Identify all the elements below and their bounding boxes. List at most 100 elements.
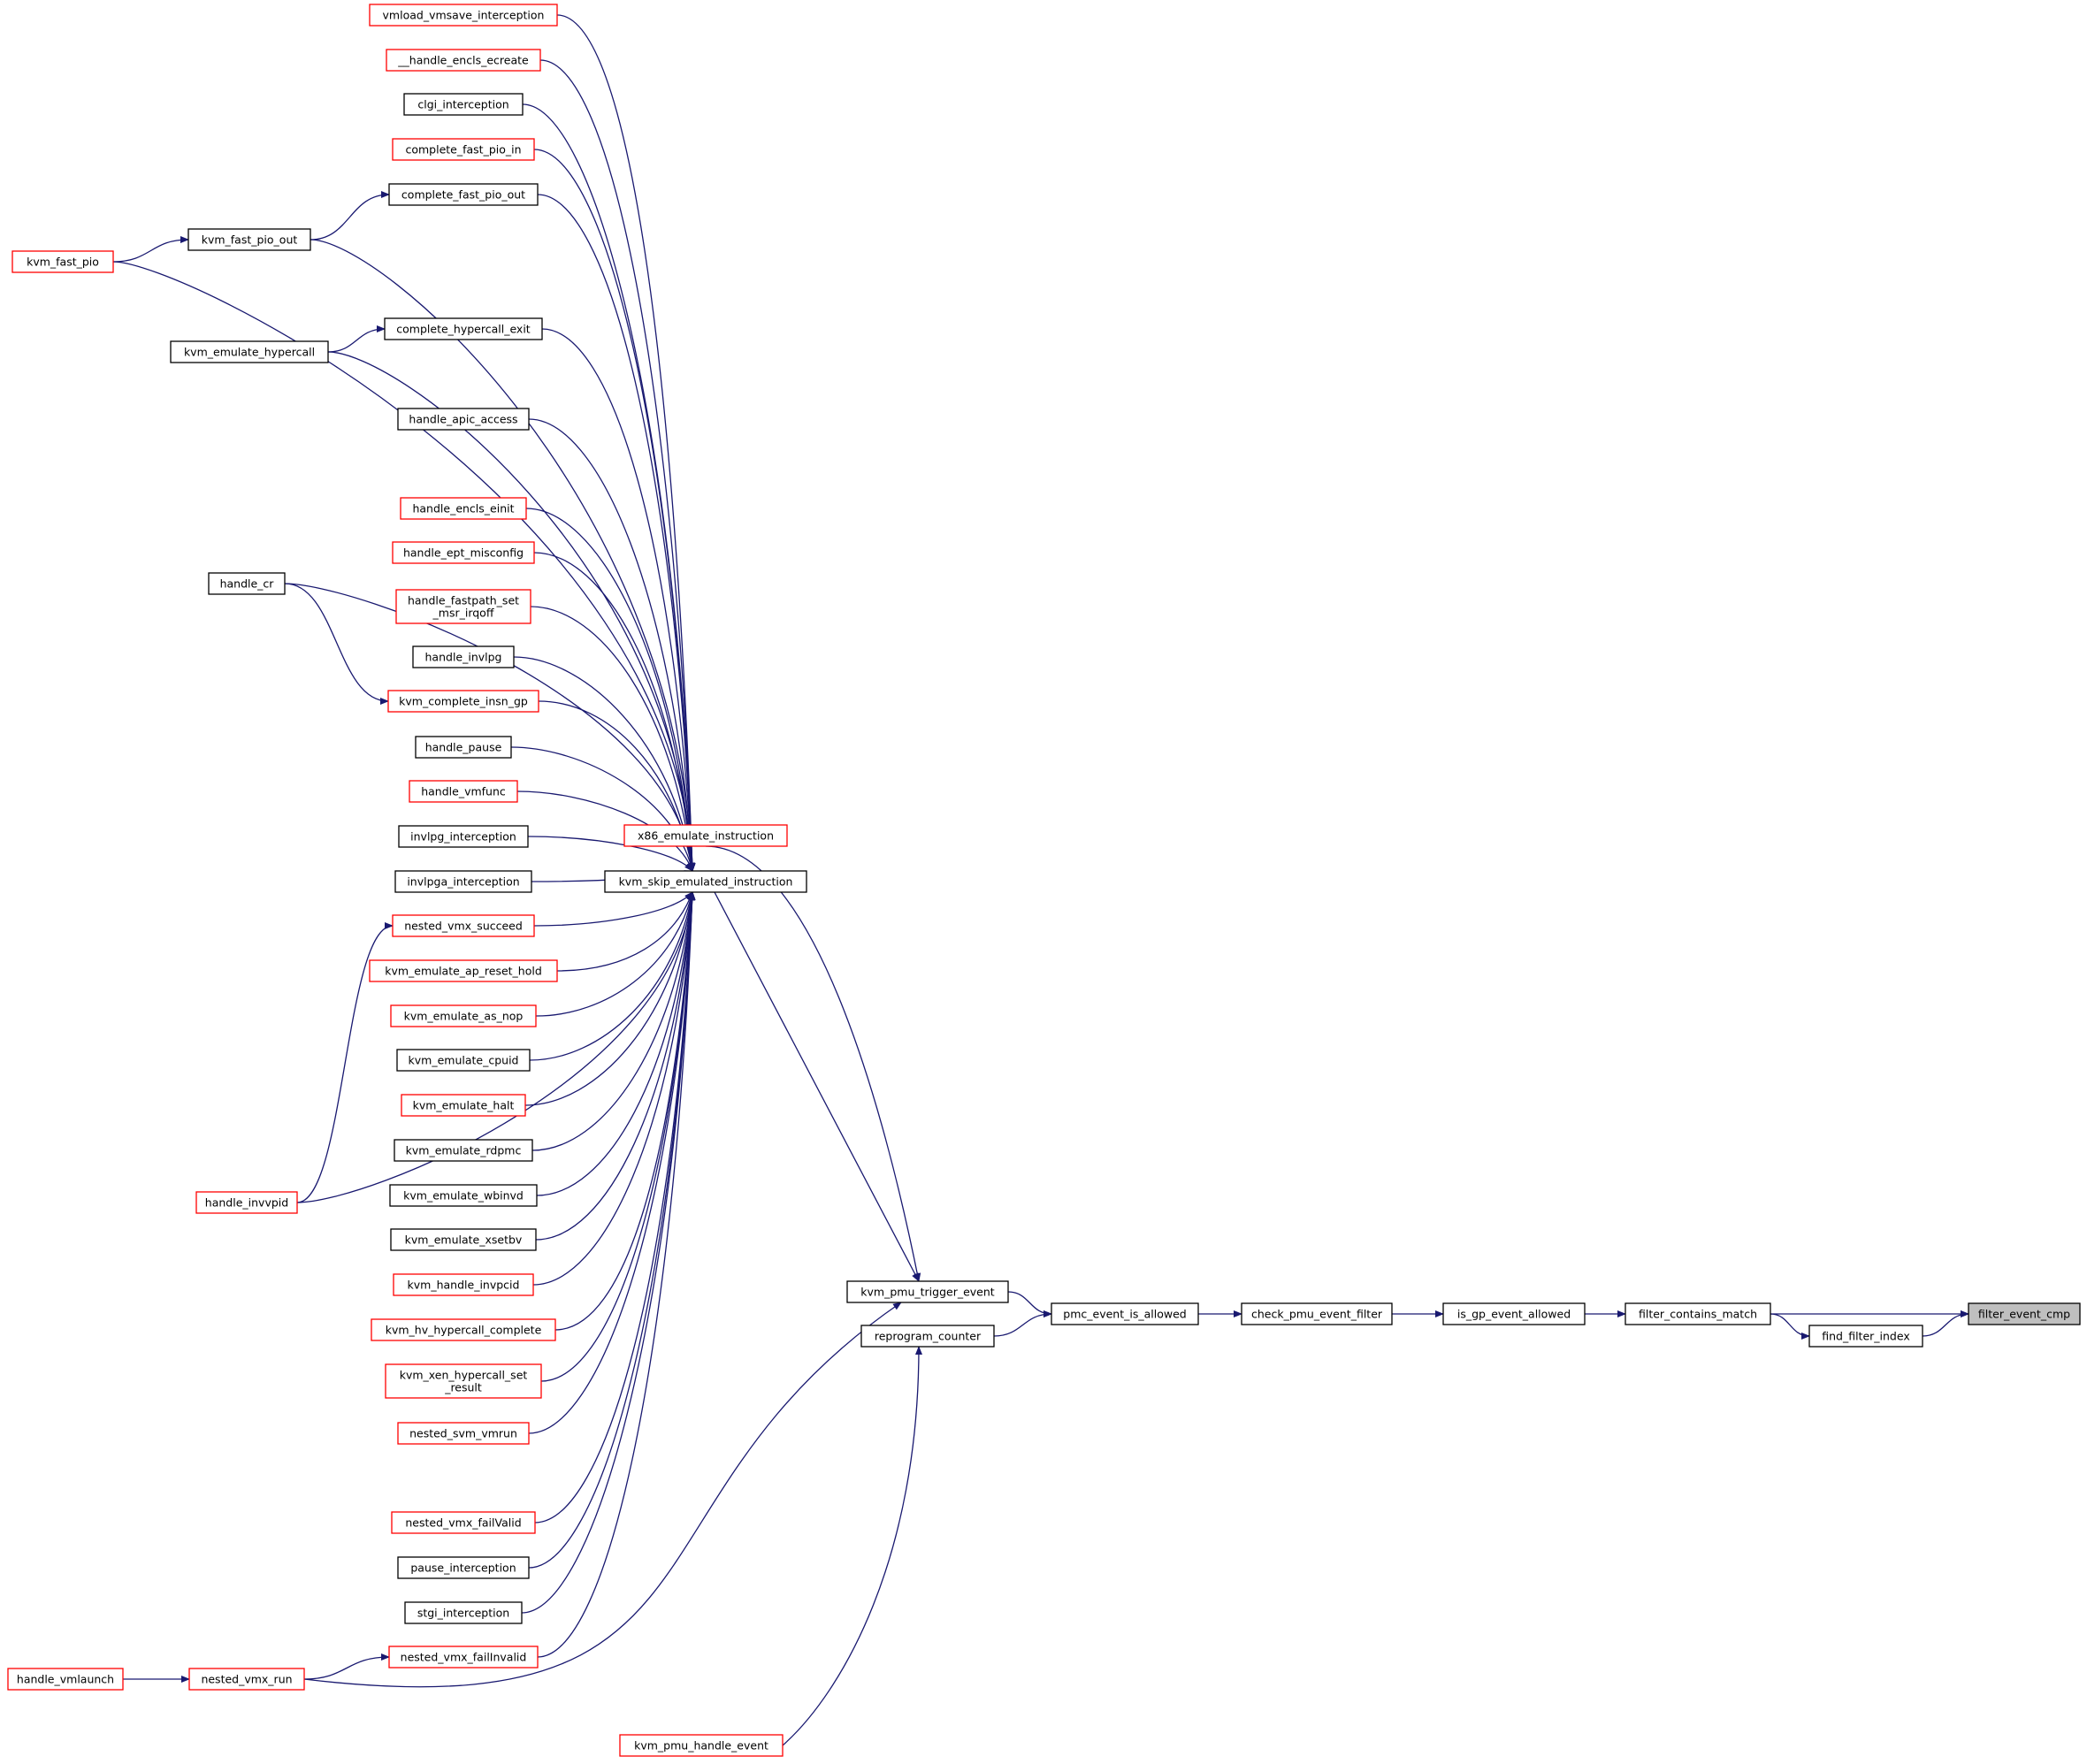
- node-kvm-pmu-trigger-event[interactable]: kvm_pmu_trigger_event: [846, 1280, 1009, 1303]
- node-invlpga-interception[interactable]: invlpga_interception: [394, 870, 532, 893]
- node-label: pmc_event_is_allowed: [1063, 1308, 1186, 1321]
- node-kvm-skip-emulated-instruction[interactable]: kvm_skip_emulated_instruction: [604, 870, 807, 893]
- call-edge: [705, 845, 921, 1282]
- node-box: [1808, 1325, 1923, 1348]
- node-clgi-interception[interactable]: clgi_interception: [403, 93, 524, 116]
- node-kvm-emulate-halt[interactable]: kvm_emulate_halt: [401, 1094, 526, 1117]
- node-handle-pause[interactable]: handle_pause: [415, 736, 512, 759]
- node-box: [369, 4, 558, 27]
- node-vmload-vmsave-interception[interactable]: vmload_vmsave_interception: [369, 4, 558, 27]
- call-edge: [1770, 1313, 1810, 1340]
- node-complete-fast-pio-out[interactable]: complete_fast_pio_out: [388, 183, 539, 206]
- node-label: kvm_handle_invpcid: [408, 1279, 520, 1292]
- node-box: [392, 914, 535, 937]
- call-edge: [535, 891, 696, 1241]
- node-label: handle_invvpid: [205, 1196, 288, 1210]
- call-edge: [993, 1310, 1052, 1337]
- node-kvm-xen-hypercall-set-result[interactable]: kvm_xen_hypercall_set_result: [385, 1363, 542, 1399]
- node-kvm-emulate-as-nop[interactable]: kvm_emulate_as_nop: [390, 1004, 537, 1027]
- node-label: x86_emulate_instruction: [638, 829, 774, 843]
- call-edge: [1922, 1310, 1969, 1337]
- node-handle-encls-ecreate[interactable]: __handle_encls_ecreate: [386, 49, 541, 72]
- edge-reprogram-counter-to-pmc-event-is-allowed: [993, 1310, 1052, 1337]
- edge-kvm-emulate-as-nop-to-kvm-skip-emulated-instruction: [535, 891, 694, 1017]
- node-box: [604, 870, 807, 893]
- node-pause-interception[interactable]: pause_interception: [397, 1556, 530, 1579]
- node-kvm-pmu-handle-event[interactable]: kvm_pmu_handle_event: [619, 1734, 784, 1757]
- call-edge: [303, 1302, 902, 1688]
- node-label: complete_hypercall_exit: [396, 323, 531, 336]
- node-box: [387, 690, 539, 713]
- node-nested-svm-vmrun[interactable]: nested_svm_vmrun: [397, 1422, 530, 1445]
- node-label: filter_contains_match: [1639, 1308, 1757, 1321]
- node-kvm-emulate-hypercall[interactable]: kvm_emulate_hypercall: [170, 340, 329, 363]
- node-pmc-event-is-allowed[interactable]: pmc_event_is_allowed: [1051, 1302, 1199, 1325]
- node-label: kvm_emulate_xsetbv: [405, 1233, 523, 1247]
- edge-nested-vmx-failinvalid-to-kvm-skip-emulated-instruction: [537, 891, 696, 1658]
- node-kvm-emulate-cpuid[interactable]: kvm_emulate_cpuid: [396, 1049, 531, 1072]
- node-complete-fast-pio-in[interactable]: complete_fast_pio_in: [392, 138, 535, 161]
- node-invlpg-interception[interactable]: invlpg_interception: [398, 825, 529, 848]
- call-edge: [310, 191, 390, 241]
- node-kvm-emulate-rdpmc[interactable]: kvm_emulate_rdpmc: [394, 1139, 533, 1162]
- node-kvm-handle-invpcid[interactable]: kvm_handle_invpcid: [393, 1273, 534, 1296]
- edge-find-filter-index-to-filter-event-cmp: [1922, 1310, 1969, 1337]
- call-edge: [533, 149, 696, 872]
- node-box: [369, 959, 558, 982]
- node-label: nested_vmx_run: [201, 1673, 292, 1686]
- node-find-filter-index[interactable]: find_filter_index: [1808, 1325, 1923, 1348]
- node-handle-ept-misconfig[interactable]: handle_ept_misconfig: [392, 541, 535, 564]
- node-filter-contains-match[interactable]: filter_contains_match: [1624, 1302, 1771, 1325]
- node-handle-vmlaunch[interactable]: handle_vmlaunch: [7, 1668, 124, 1691]
- node-kvm-emulate-wbinvd[interactable]: kvm_emulate_wbinvd: [389, 1184, 538, 1207]
- node-label: nested_vmx_succeed: [404, 920, 523, 933]
- node-label: kvm_emulate_wbinvd: [403, 1189, 524, 1203]
- node-is-gp-event-allowed[interactable]: is_gp_event_allowed: [1442, 1302, 1586, 1325]
- node-kvm-emulate-ap-reset-hold[interactable]: kvm_emulate_ap_reset_hold: [369, 959, 558, 982]
- node-stgi-interception[interactable]: stgi_interception: [404, 1601, 523, 1624]
- node-x86-emulate-instruction[interactable]: x86_emulate_instruction: [623, 824, 788, 847]
- node-handle-cr[interactable]: handle_cr: [208, 572, 286, 595]
- node-label: is_gp_event_allowed: [1457, 1308, 1571, 1321]
- node-label: find_filter_index: [1822, 1330, 1910, 1343]
- edge-kvm-skip-emulated-instruction-to-kvm-pmu-trigger-event: [714, 891, 920, 1282]
- node-handle-encls-einit[interactable]: handle_encls_einit: [400, 497, 527, 520]
- node-label: _msr_irqoff: [432, 607, 494, 620]
- node-nested-vmx-failvalid[interactable]: nested_vmx_failValid: [391, 1511, 536, 1534]
- edge-kvm-handle-invpcid-to-kvm-skip-emulated-instruction: [532, 891, 696, 1286]
- node-handle-fastpath-set-msr-irqoff[interactable]: handle_fastpath_set_msr_irqoff: [395, 589, 531, 624]
- node-box: [170, 340, 329, 363]
- node-check-pmu-event-filter[interactable]: check_pmu_event_filter: [1241, 1302, 1393, 1325]
- node-filter-event-cmp[interactable]: filter_event_cmp: [1968, 1302, 2081, 1325]
- node-complete-hypercall-exit[interactable]: complete_hypercall_exit: [384, 317, 543, 340]
- node-kvm-hv-hypercall-complete[interactable]: kvm_hv_hypercall_complete: [371, 1318, 556, 1341]
- node-label: complete_fast_pio_in: [405, 143, 521, 157]
- node-handle-apic-access[interactable]: handle_apic_access: [397, 408, 530, 431]
- call-edge: [539, 59, 696, 872]
- node-handle-invvpid[interactable]: handle_invvpid: [195, 1191, 298, 1214]
- node-label: kvm_skip_emulated_instruction: [619, 875, 793, 889]
- edge-kvm-emulate-rdpmc-to-kvm-skip-emulated-instruction: [531, 891, 695, 1151]
- call-edge: [532, 891, 696, 1286]
- node-box: [396, 1049, 531, 1072]
- node-nested-vmx-run[interactable]: nested_vmx_run: [188, 1668, 305, 1691]
- node-label: kvm_xen_hypercall_set: [400, 1369, 528, 1382]
- node-nested-vmx-failinvalid[interactable]: nested_vmx_failInvalid: [388, 1646, 539, 1669]
- node-label: vmload_vmsave_interception: [383, 9, 545, 22]
- node-reprogram-counter[interactable]: reprogram_counter: [860, 1325, 995, 1348]
- node-label: nested_vmx_failValid: [405, 1516, 521, 1530]
- node-kvm-emulate-xsetbv[interactable]: kvm_emulate_xsetbv: [390, 1228, 537, 1251]
- node-handle-vmfunc[interactable]: handle_vmfunc: [409, 780, 518, 803]
- node-handle-invlpg[interactable]: handle_invlpg: [412, 645, 515, 668]
- node-kvm-fast-pio[interactable]: kvm_fast_pio: [11, 250, 114, 273]
- edge-x86-emulate-instruction-to-kvm-pmu-trigger-event: [705, 845, 921, 1282]
- node-label: kvm_emulate_halt: [413, 1099, 515, 1112]
- node-box: [397, 1422, 530, 1445]
- node-label: handle_invlpg: [425, 651, 502, 664]
- node-box: [390, 1228, 537, 1251]
- node-nested-vmx-succeed[interactable]: nested_vmx_succeed: [392, 914, 535, 937]
- edge-handle-encls-einit-to-kvm-skip-emulated-instruction: [525, 508, 696, 872]
- node-kvm-fast-pio-out[interactable]: kvm_fast_pio_out: [187, 228, 311, 251]
- node-kvm-complete-insn-gp[interactable]: kvm_complete_insn_gp: [387, 690, 539, 713]
- call-edge: [525, 508, 696, 872]
